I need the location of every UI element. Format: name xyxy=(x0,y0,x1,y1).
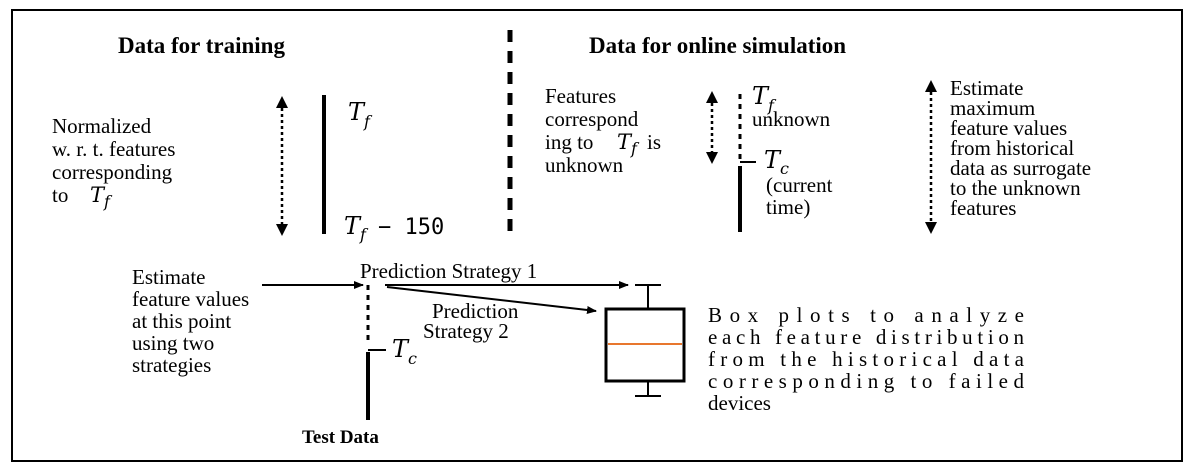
online-tf-subscript: f xyxy=(767,96,777,115)
estimate-max-line-7: features xyxy=(950,196,1016,220)
normalized-tf-subscript: f xyxy=(103,192,113,211)
online-header: Data for online simulation xyxy=(589,33,846,58)
estimate-line-4: using two xyxy=(132,331,214,355)
online-tc-subscript: c xyxy=(780,159,789,178)
online-tc-label: T xyxy=(764,146,782,174)
estimate-max-line-5: data as surrogate xyxy=(950,156,1091,180)
current-time-line-2: time) xyxy=(766,195,810,219)
estimate-line-5: strategies xyxy=(132,353,211,377)
training-header: Data for training xyxy=(118,33,285,58)
training-tf-minus-label: T xyxy=(344,212,362,240)
prediction-strategy-1-label: Prediction Strategy 1 xyxy=(360,259,537,283)
surrogate-range-arrow xyxy=(925,80,937,234)
online-tf-unknown: unknown xyxy=(752,107,831,131)
normalized-text: Normalized w. r. t. features correspondi… xyxy=(52,114,175,211)
estimate-max-line-4: from historical xyxy=(950,136,1074,160)
features-line-1: Features xyxy=(545,84,616,108)
estimate-max-line-6: to the unknown xyxy=(950,176,1081,200)
training-tf-minus-subscript: f xyxy=(359,225,369,244)
training-tf-minus-value: − 150 xyxy=(378,215,444,240)
normalized-tf-symbol: T xyxy=(90,183,106,207)
boxplot-line-2: each feature distribution xyxy=(708,325,1025,349)
boxplot-line-3: from the historical data xyxy=(708,347,1025,371)
features-line-2: correspond xyxy=(545,107,639,131)
estimate-max-text: Estimate maximum feature values from his… xyxy=(950,76,1091,220)
features-line-5: unknown xyxy=(545,153,624,177)
normalized-line-4: to xyxy=(52,183,68,207)
estimate-features-text: Estimate feature values at this point us… xyxy=(132,265,249,377)
features-line-3: ing to xyxy=(545,130,593,154)
features-tf-subscript: f xyxy=(630,139,640,158)
prediction-strategy-2-arrow xyxy=(386,286,597,314)
boxplot-line-1: Box plots to analyze xyxy=(708,303,1024,327)
estimate-max-line-2: maximum xyxy=(950,96,1035,120)
box-plot xyxy=(604,284,686,397)
training-tf-subscript: f xyxy=(363,112,373,131)
features-tf-symbol: T xyxy=(617,130,633,154)
normalized-line-1: Normalized xyxy=(52,114,152,138)
training-tf-label: T xyxy=(348,98,366,126)
online-tf-label: T xyxy=(752,82,770,110)
normalized-line-3: corresponding xyxy=(52,160,173,184)
estimate-max-line-3: feature values xyxy=(950,116,1067,140)
prediction-strategy-2-line-2: Strategy 2 xyxy=(423,319,509,343)
estimate-line-3: at this point xyxy=(132,309,231,333)
features-line-4: is xyxy=(647,130,661,154)
online-unknown-arrow xyxy=(706,91,718,164)
prediction-strategy-2-line-1: Prediction xyxy=(432,299,519,323)
boxplot-description: Box plots to analyze each feature distri… xyxy=(708,303,1025,415)
training-range-arrow xyxy=(276,96,288,236)
features-unknown-text: Features correspond ing to T f is unknow… xyxy=(545,84,661,177)
test-data-label: Test Data xyxy=(302,427,379,448)
current-time-line-1: (current xyxy=(766,173,833,197)
normalized-line-2: w. r. t. features xyxy=(52,137,175,161)
diagram-frame xyxy=(11,9,1183,462)
boxplot-line-4: corresponding to failed xyxy=(708,369,1025,393)
estimate-max-line-1: Estimate xyxy=(950,76,1023,100)
estimate-line-2: feature values xyxy=(132,287,249,311)
test-tc-label: T xyxy=(392,335,410,363)
test-tc-subscript: c xyxy=(408,349,417,368)
boxplot-line-5: devices xyxy=(708,391,771,415)
estimate-line-1: Estimate xyxy=(132,265,205,289)
